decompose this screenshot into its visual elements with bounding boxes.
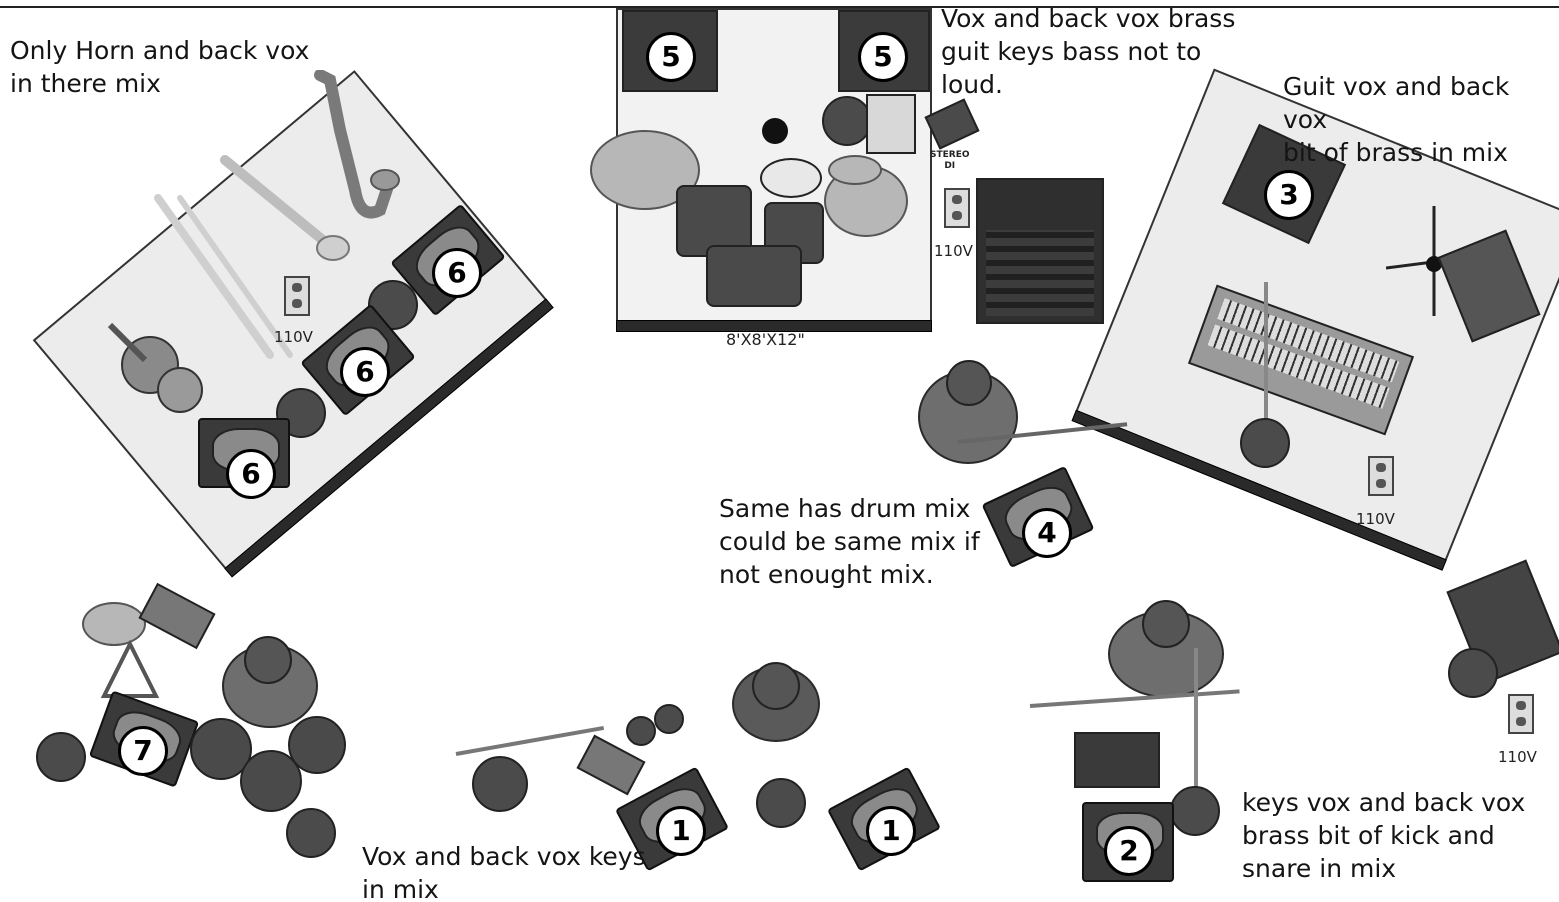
voltage-label-horn: 110V [274,328,313,346]
voltage-label-right: 110V [1498,748,1537,766]
percussionist-head [244,636,292,684]
maracas-icon [654,704,684,734]
bass-guitarist-head [946,360,992,406]
monitor-mix-badge: 6 [432,248,482,298]
monitor-mix-badge: 6 [340,347,390,397]
guitarist-head [1142,600,1190,648]
monitor-mix-badge: 7 [118,726,168,776]
percussion-kit-icon [105,320,215,430]
mic-stand-icon [1240,418,1290,468]
maracas-icon [626,716,656,746]
mic-stand-icon [1170,786,1220,836]
mic-stand-icon [756,778,806,828]
mic-stand-pole [1264,282,1268,432]
stereo-di-icon [924,98,979,149]
riser-size-label: 8'X8'X12" [726,330,805,349]
outlet-icon [284,276,310,316]
outlet-icon [944,188,970,228]
mic-stand-icon [472,756,528,812]
cymbal-icon [828,155,882,185]
horn-mix-note: Only Horn and back vox in there mix [10,34,309,100]
snare-icon [760,158,822,198]
triangle-icon [100,640,160,700]
lead-mix-note: Vox and back vox keys in mix [362,840,646,902]
monitor-mix-badge: 5 [646,32,696,82]
mic-stand-icon [36,732,86,782]
monitor-mix-badge: 4 [1022,508,1072,558]
monitor-mix-badge: 3 [1264,170,1314,220]
guitar-neck [1030,689,1240,708]
pedalboard-icon [1074,732,1160,788]
outlet-icon [1368,456,1394,496]
mic-boom-arm [456,726,604,756]
outlet-icon [1508,694,1534,734]
drum-mix-note: Vox and back vox brass guit keys bass no… [941,2,1235,101]
guitar-mix-note: Guit vox and back vox bit of brass in mi… [1283,70,1559,169]
mic-stand-pole [1194,648,1198,798]
mic-stand-icon [1448,648,1498,698]
guitar-amp-icon [976,178,1104,324]
mic-stand-icon [286,808,336,858]
monitor-mix-badge: 2 [1104,826,1154,876]
bass-mix-note: Same has drum mix could be same mix if n… [719,492,980,591]
conga-icon [288,716,346,774]
voltage-label-drums: 110V [934,242,973,260]
stereo-di-label: STEREO DI [930,150,970,172]
voltage-label-keys-riser: 110V [1356,510,1395,528]
monitor-mix-badge: 6 [226,449,276,499]
monitor-mix-badge: 5 [858,32,908,82]
keys-mix-note: keys vox and back vox brass bit of kick … [1242,786,1525,885]
kick-beater-icon [762,118,788,144]
kick-drum-icon [706,245,802,307]
mic-stand-icon [822,96,872,146]
monitor-mix-badge: 1 [656,806,706,856]
monitor-mix-badge: 1 [866,806,916,856]
keyboard-stand-icon [866,94,916,154]
lead-singer-head [752,662,800,710]
